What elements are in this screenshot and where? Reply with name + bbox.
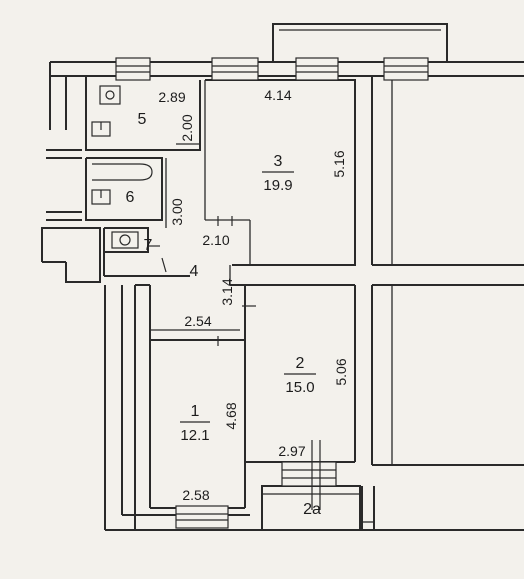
window-room2: [281, 461, 337, 487]
room-3-area: 19.9: [263, 177, 292, 194]
room-1-area: 12.1: [180, 427, 209, 444]
window-room3-b: [295, 57, 339, 81]
room-labels: 5 6 7 4 3 19.9 2 15.0 1 12.1 2a: [126, 111, 321, 518]
dim-r3-depth: 5.16: [331, 150, 347, 177]
dim-hall-depth: 3.14: [219, 278, 235, 305]
windows: [115, 57, 429, 529]
kitchen-sink-icon: [91, 121, 111, 137]
dimension-labels: 2.89 2.00 4.14 5.16 3.00 2.10 3.14 2.54 …: [158, 87, 349, 503]
room-5-number: 5: [138, 111, 147, 128]
bath-sink-icon: [91, 189, 111, 205]
dim-r5-width: 2.89: [158, 89, 185, 105]
dim-r1-depth: 4.68: [223, 402, 239, 429]
room-6-number: 6: [126, 189, 135, 206]
stove-icon: [99, 85, 121, 105]
dim-r3-width: 4.14: [264, 87, 291, 103]
window-room5: [115, 57, 151, 81]
bathtub-icon: [92, 163, 153, 181]
room-2-area: 15.0: [285, 379, 314, 396]
dim-r5-depth: 2.00: [179, 114, 195, 141]
room-1-number: 1: [191, 403, 200, 420]
window-room3-a: [211, 57, 259, 81]
dim-hall-width: 2.10: [202, 232, 229, 248]
room-7-number: 7: [144, 237, 153, 254]
dim-corridor-length: 3.00: [169, 198, 185, 225]
fixtures: [91, 85, 256, 346]
dim-r1-top-width: 2.54: [184, 313, 211, 329]
window-room1: [175, 505, 229, 529]
balcony-2a-number: 2a: [303, 501, 321, 518]
room-2-number: 2: [296, 355, 305, 372]
dim-r1-bottom-width: 2.58: [182, 487, 209, 503]
room-4-number: 4: [190, 263, 199, 280]
toilet-icon: [111, 231, 139, 249]
apartment-walls: [85, 76, 524, 531]
room-3-number: 3: [274, 153, 283, 170]
window-right: [383, 57, 429, 81]
dim-r2-width: 2.97: [278, 443, 305, 459]
dim-r2-depth: 5.06: [333, 358, 349, 385]
